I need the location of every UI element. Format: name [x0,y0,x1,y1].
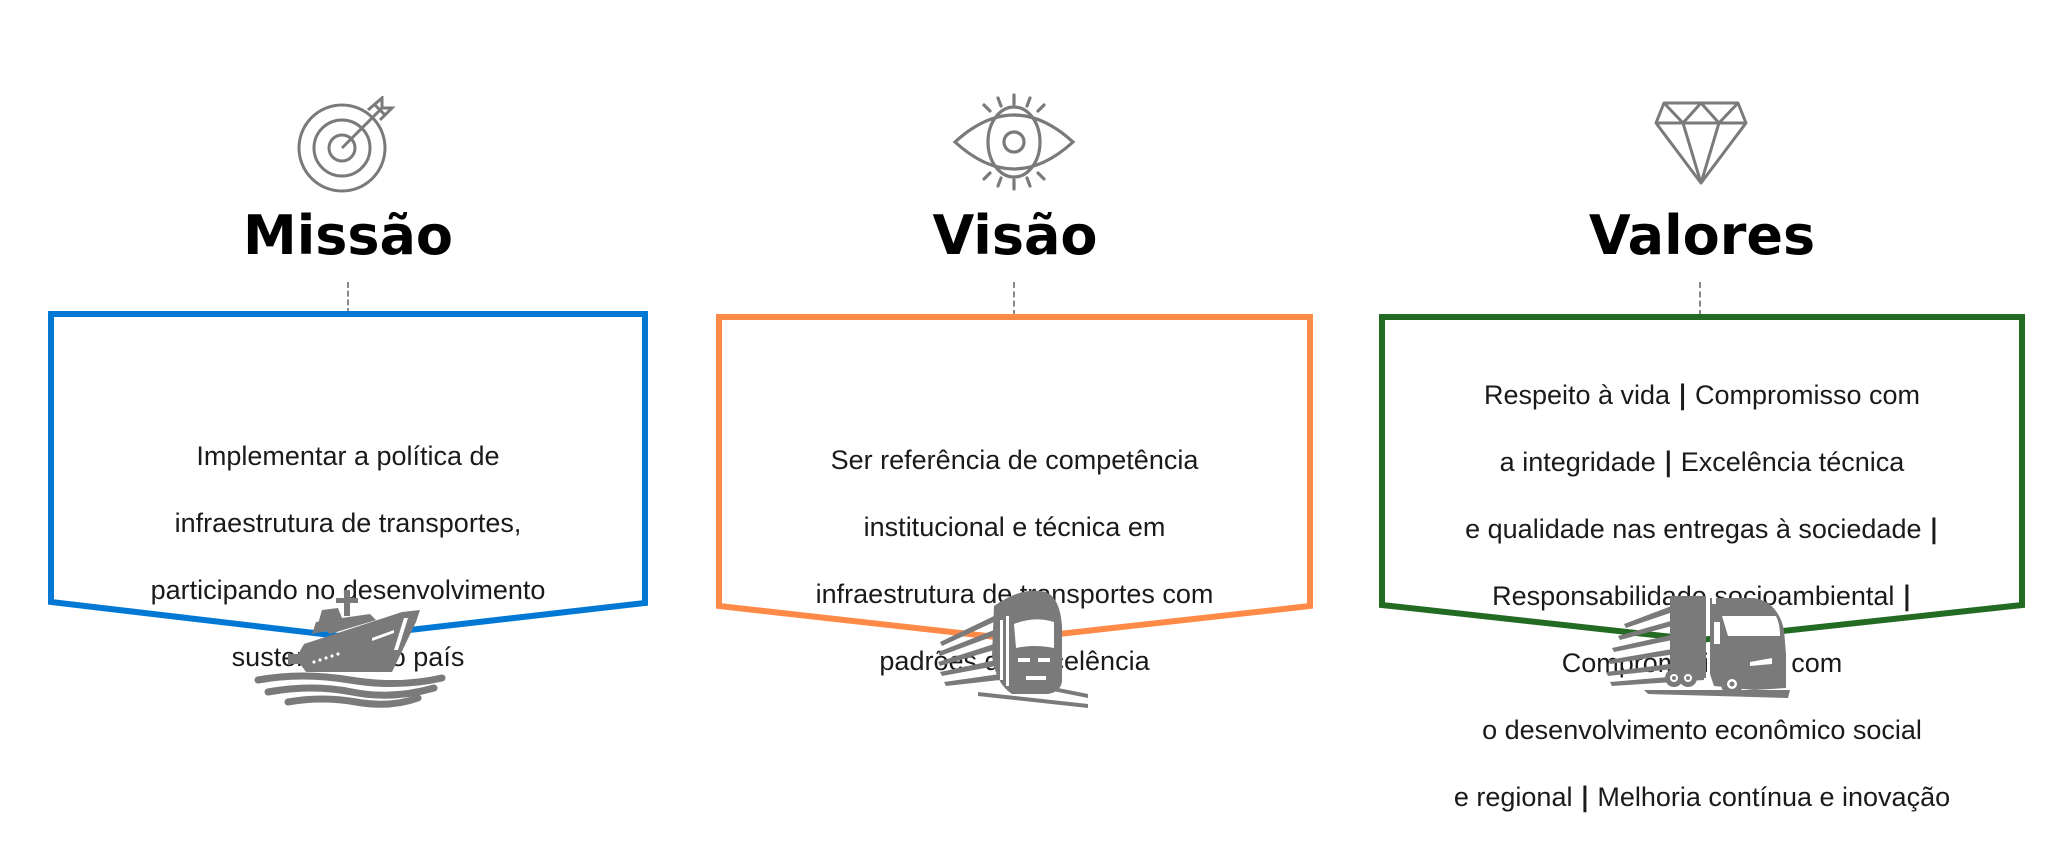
missao-connector [347,282,349,314]
target-arrow-icon [297,96,396,193]
valores-line: Comprometimento com [1561,647,1843,678]
valores-line: Responsabilidade socioambiental | [1492,580,1912,612]
separator: | [1901,580,1912,612]
valores-title: Valores [1588,204,1816,267]
missao-line: infraestrutura de transportes, [174,507,522,538]
ship-icon [254,590,446,708]
eye-icon [952,93,1076,191]
valores-line: a integridade | Excelência técnica [1499,446,1905,478]
visao-connector [1013,282,1015,316]
visao-title: Visão [932,204,1098,267]
valores-line: Respeito à vida | Compromisso com [1483,379,1921,411]
visao-line: infraestrutura de transportes com [815,578,1214,609]
visao-line: institucional e técnica em [863,511,1166,542]
visao-line: Ser referência de competência [830,444,1199,475]
missao-line: Implementar a política de [196,440,500,471]
valores-text: Respeito à vida | Compromisso com a inte… [1385,345,2019,848]
valores-line: o desenvolvimento econômico social [1482,714,1922,745]
diamond-icon [1654,101,1748,185]
missao-title: Missão [242,204,454,267]
visao-text: Ser referência de competência institucio… [722,410,1307,712]
separator: | [1929,513,1939,545]
separator: | [1663,446,1674,478]
train-icon [938,590,1088,708]
separator: | [1579,781,1590,813]
valores-line: e qualidade nas entregas à sociedade | [1465,513,1939,545]
separator: | [1677,379,1688,411]
valores-line: e regional | Melhoria contínua e inovaçã… [1453,781,1951,813]
valores-connector [1699,282,1701,316]
section-missao: Missão Implementar a política de infraes… [0,0,700,857]
visao-line: padrões de excelência [879,645,1150,676]
truck-icon [1606,596,1790,698]
